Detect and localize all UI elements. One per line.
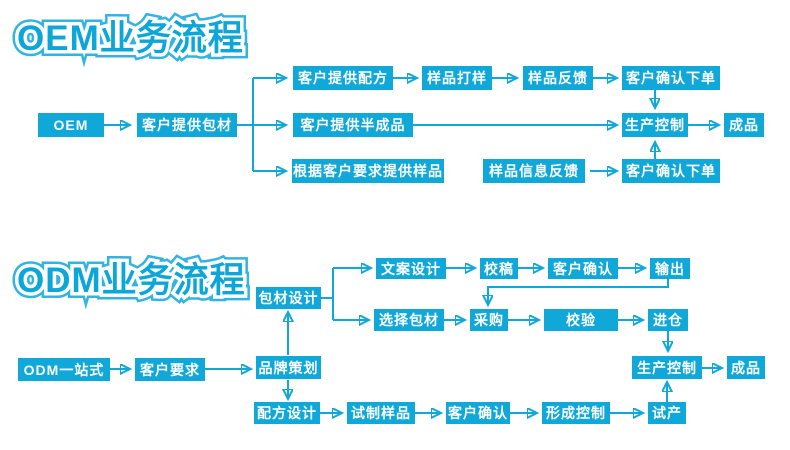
node-customer-provides-formula: 客户提供配方 xyxy=(293,66,393,90)
node-packaging-design: 包材设计 xyxy=(256,287,321,309)
node-production-control-odm: 生产控制 xyxy=(632,356,702,379)
node-verification: 校验 xyxy=(544,309,618,331)
node-customer-confirmation-top: 客户确认 xyxy=(548,258,618,279)
node-sample-feedback: 样品反馈 xyxy=(523,66,593,90)
node-customer-confirms-order-top: 客户确认下单 xyxy=(622,66,720,90)
connector xyxy=(488,279,669,304)
node-output: 输出 xyxy=(650,258,690,279)
node-customer-requirements: 客户要求 xyxy=(135,358,205,381)
node-finished-product-oem: 成品 xyxy=(724,113,764,137)
odm-title-outline: ODM业务流程 xyxy=(11,255,251,306)
node-sample-info-feedback: 样品信息反馈 xyxy=(483,159,585,183)
node-formula-design: 配方设计 xyxy=(254,402,320,424)
node-provide-samples-per-requirements: 根据客户要求提供样品 xyxy=(292,159,444,183)
oem-title: OEM业务流程 OEM业务流程 OEM业务流程 xyxy=(11,10,249,64)
node-select-packaging: 选择包材 xyxy=(374,309,444,331)
odm-title-text: ODM业务流程 xyxy=(17,261,246,300)
node-warehousing: 进仓 xyxy=(648,309,688,331)
node-finished-product-odm: 成品 xyxy=(727,356,765,379)
node-forming-control: 形成控制 xyxy=(542,402,610,424)
node-oem: OEM xyxy=(38,113,104,137)
node-customer-confirmation-bottom: 客户确认 xyxy=(446,402,510,424)
node-production-control-oem: 生产控制 xyxy=(622,113,688,137)
node-sample-proofing: 样品打样 xyxy=(422,66,492,90)
odm-title: ODM业务流程 ODM业务流程 ODM业务流程 xyxy=(11,252,251,306)
node-customer-provides-semifinished: 客户提供半成品 xyxy=(293,113,413,137)
oem-title-text: OEM业务流程 xyxy=(17,19,244,58)
node-copy-design: 文案设计 xyxy=(376,258,446,279)
node-brand-planning: 品牌策划 xyxy=(256,356,321,379)
node-trial-samples: 试制样品 xyxy=(347,402,415,424)
node-odm-one-stop: ODM一站式 xyxy=(18,358,110,381)
node-trial-production: 试产 xyxy=(648,402,686,424)
node-proofreading: 校稿 xyxy=(480,258,518,279)
node-customer-confirms-order-bottom: 客户确认下单 xyxy=(622,159,720,183)
oem-title-outline: OEM业务流程 xyxy=(11,13,249,64)
node-procurement: 采购 xyxy=(470,309,508,331)
node-customer-provides-packaging: 客户提供包材 xyxy=(137,113,237,137)
odm-title-stroke: ODM业务流程 xyxy=(14,258,249,304)
oem-title-stroke: OEM业务流程 xyxy=(14,16,247,62)
